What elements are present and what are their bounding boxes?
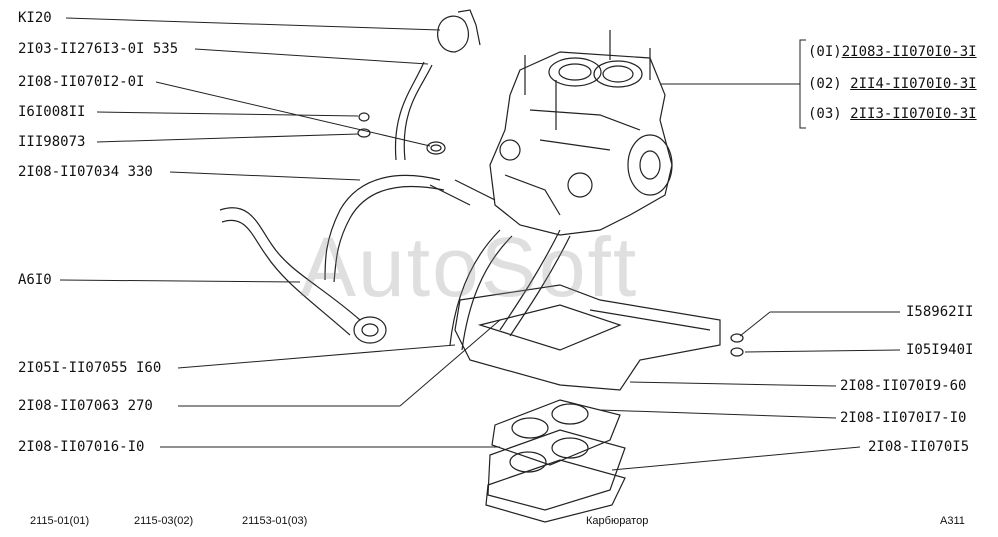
footer-model-1: 2115-01(01) <box>30 515 90 527</box>
clamp-2108-012 <box>426 141 446 155</box>
washer-iii98073 <box>357 128 371 138</box>
hose-a610 <box>219 207 361 321</box>
label-2105i-ii07055: 2I05I-II07055 I60 <box>18 360 162 376</box>
label-2103-ii27613: 2I03-II276I3-0I 535 <box>18 41 179 57</box>
variant-01-prefix: (0I) <box>808 44 842 60</box>
footer-model-2: 2115-03(02) <box>134 515 194 527</box>
footer-title: Карбюратор <box>586 515 649 527</box>
variant-03-prefix: (03) <box>808 106 851 122</box>
label-a6i0: A6I0 <box>18 272 52 288</box>
variant-02-prefix: (02) <box>808 76 851 92</box>
label-2108-ii07019: 2I08-II070I9-60 <box>840 378 967 394</box>
label-ki20: KI20 <box>18 10 52 26</box>
variant-01-part: 2I083-II070I0-3I <box>841 44 977 60</box>
label-iii98073: III98073 <box>18 134 86 150</box>
variant-02: (02) 2II4-II070I0-3I <box>808 76 977 92</box>
nut-i58962ii <box>730 333 744 343</box>
hose-2108-063 <box>499 229 561 331</box>
carburetor-cover <box>627 134 673 196</box>
label-2108-ii07012: 2I08-II070I2-0I <box>18 74 145 90</box>
footer-code: A311 <box>940 515 965 527</box>
carburetor-bore-1 <box>548 57 602 87</box>
hose-2103 <box>403 64 433 161</box>
watermark: AutoSoft <box>300 220 639 314</box>
label-i05i940i: I05I940I <box>906 342 974 358</box>
variant-03-part: 2II3-II070I0-3I <box>850 106 977 122</box>
label-i6i008ii: I6I008II <box>18 104 86 120</box>
label-2108-ii07063: 2I08-II07063 270 <box>18 398 153 414</box>
carburetor-bore-2 <box>593 60 643 88</box>
hose-2108-034 <box>324 174 441 281</box>
gasket-2108-015 <box>485 459 626 523</box>
valve-ki20 <box>437 15 469 53</box>
footer-model-3: 21153-01(03) <box>242 515 308 527</box>
nut-i6i008ii <box>358 112 370 122</box>
label-i58962ii: I58962II <box>906 304 974 320</box>
hose-2105i <box>449 229 501 346</box>
washer-i05i940i <box>730 347 744 357</box>
variant-01: (0I)2I083-II070I0-3I <box>808 44 977 60</box>
label-2108-ii07034: 2I08-II07034 330 <box>18 164 153 180</box>
variant-02-part: 2II4-II070I0-3I <box>850 76 977 92</box>
spacer-2108-016 <box>487 429 626 511</box>
carburetor-body <box>489 51 673 236</box>
variant-03: (03) 2II3-II070I0-3I <box>808 106 977 122</box>
label-2108-ii07015: 2I08-II070I5 <box>868 439 970 455</box>
label-2108-ii07017: 2I08-II070I7-I0 <box>840 410 967 426</box>
gasket-2108-017 <box>491 399 621 466</box>
label-2108-ii07016: 2I08-II07016-I0 <box>18 439 145 455</box>
